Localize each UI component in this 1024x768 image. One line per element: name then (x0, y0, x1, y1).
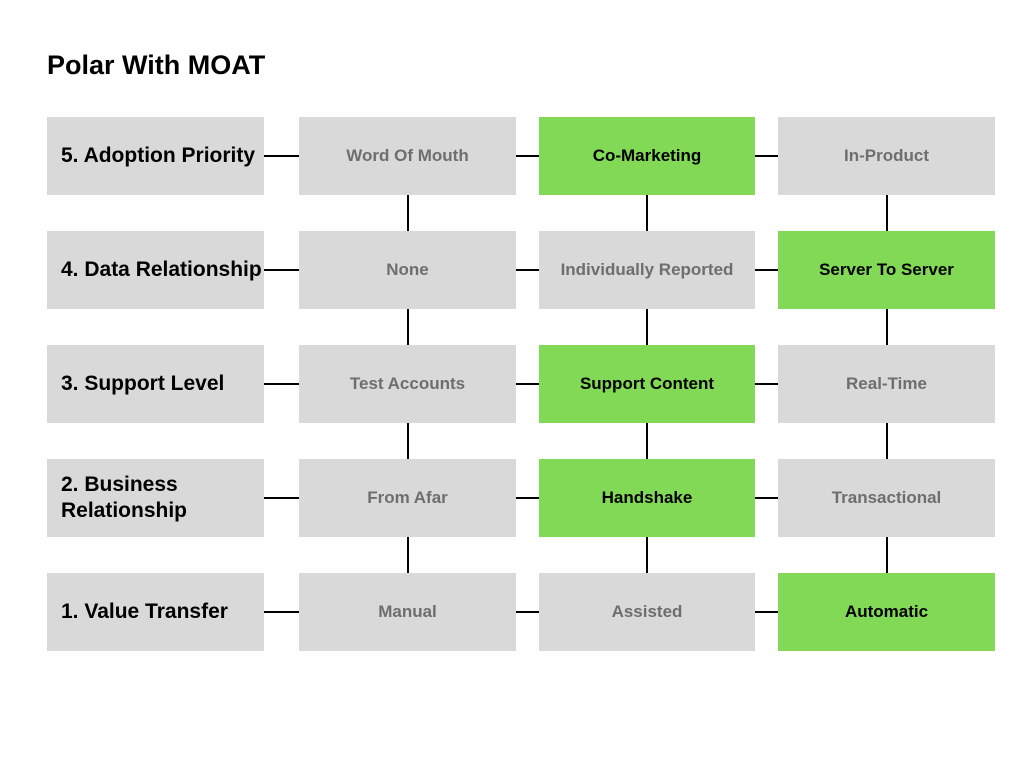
option-box: Individually Reported (539, 231, 755, 309)
option-box: In-Product (778, 117, 995, 195)
connector-line (516, 269, 539, 271)
row-label: 4. Data Relationship (47, 231, 264, 309)
option-box-selected: Co-Marketing (539, 117, 755, 195)
connector-line (755, 611, 778, 613)
connector-line (646, 195, 648, 231)
option-box-selected: Server To Server (778, 231, 995, 309)
connector-line (406, 309, 409, 345)
option-box: From Afar (299, 459, 516, 537)
connector-line (516, 383, 539, 385)
connector-line (755, 383, 778, 385)
connector-line (406, 537, 409, 573)
connector-line (646, 423, 648, 459)
connector-line (264, 611, 299, 613)
row-label: 3. Support Level (47, 345, 264, 423)
option-box: Transactional (778, 459, 995, 537)
connector-line (264, 497, 299, 499)
option-box: None (299, 231, 516, 309)
connector-line (264, 269, 299, 271)
option-box-selected: Support Content (539, 345, 755, 423)
connector-line (516, 497, 539, 499)
connector-line (885, 309, 888, 345)
connector-line (885, 195, 888, 231)
connector-line (264, 155, 299, 157)
option-box: Manual (299, 573, 516, 651)
row-label: 2. Business Relationship (47, 459, 264, 537)
option-box: Test Accounts (299, 345, 516, 423)
connector-line (646, 537, 648, 573)
connector-line (406, 195, 409, 231)
row-label: 5. Adoption Priority (47, 117, 264, 195)
connector-line (516, 611, 539, 613)
page-title: Polar With MOAT (47, 50, 266, 80)
option-box: Real-Time (778, 345, 995, 423)
connector-line (406, 423, 409, 459)
row-label: 1. Value Transfer (47, 573, 264, 651)
connector-line (516, 155, 539, 157)
connector-line (646, 309, 648, 345)
connector-line (755, 497, 778, 499)
connector-line (755, 155, 778, 157)
option-box-selected: Handshake (539, 459, 755, 537)
connector-line (755, 269, 778, 271)
option-box: Word Of Mouth (299, 117, 516, 195)
connector-line (885, 423, 888, 459)
connector-line (264, 383, 299, 385)
option-box-selected: Automatic (778, 573, 995, 651)
option-box: Assisted (539, 573, 755, 651)
connector-line (885, 537, 888, 573)
